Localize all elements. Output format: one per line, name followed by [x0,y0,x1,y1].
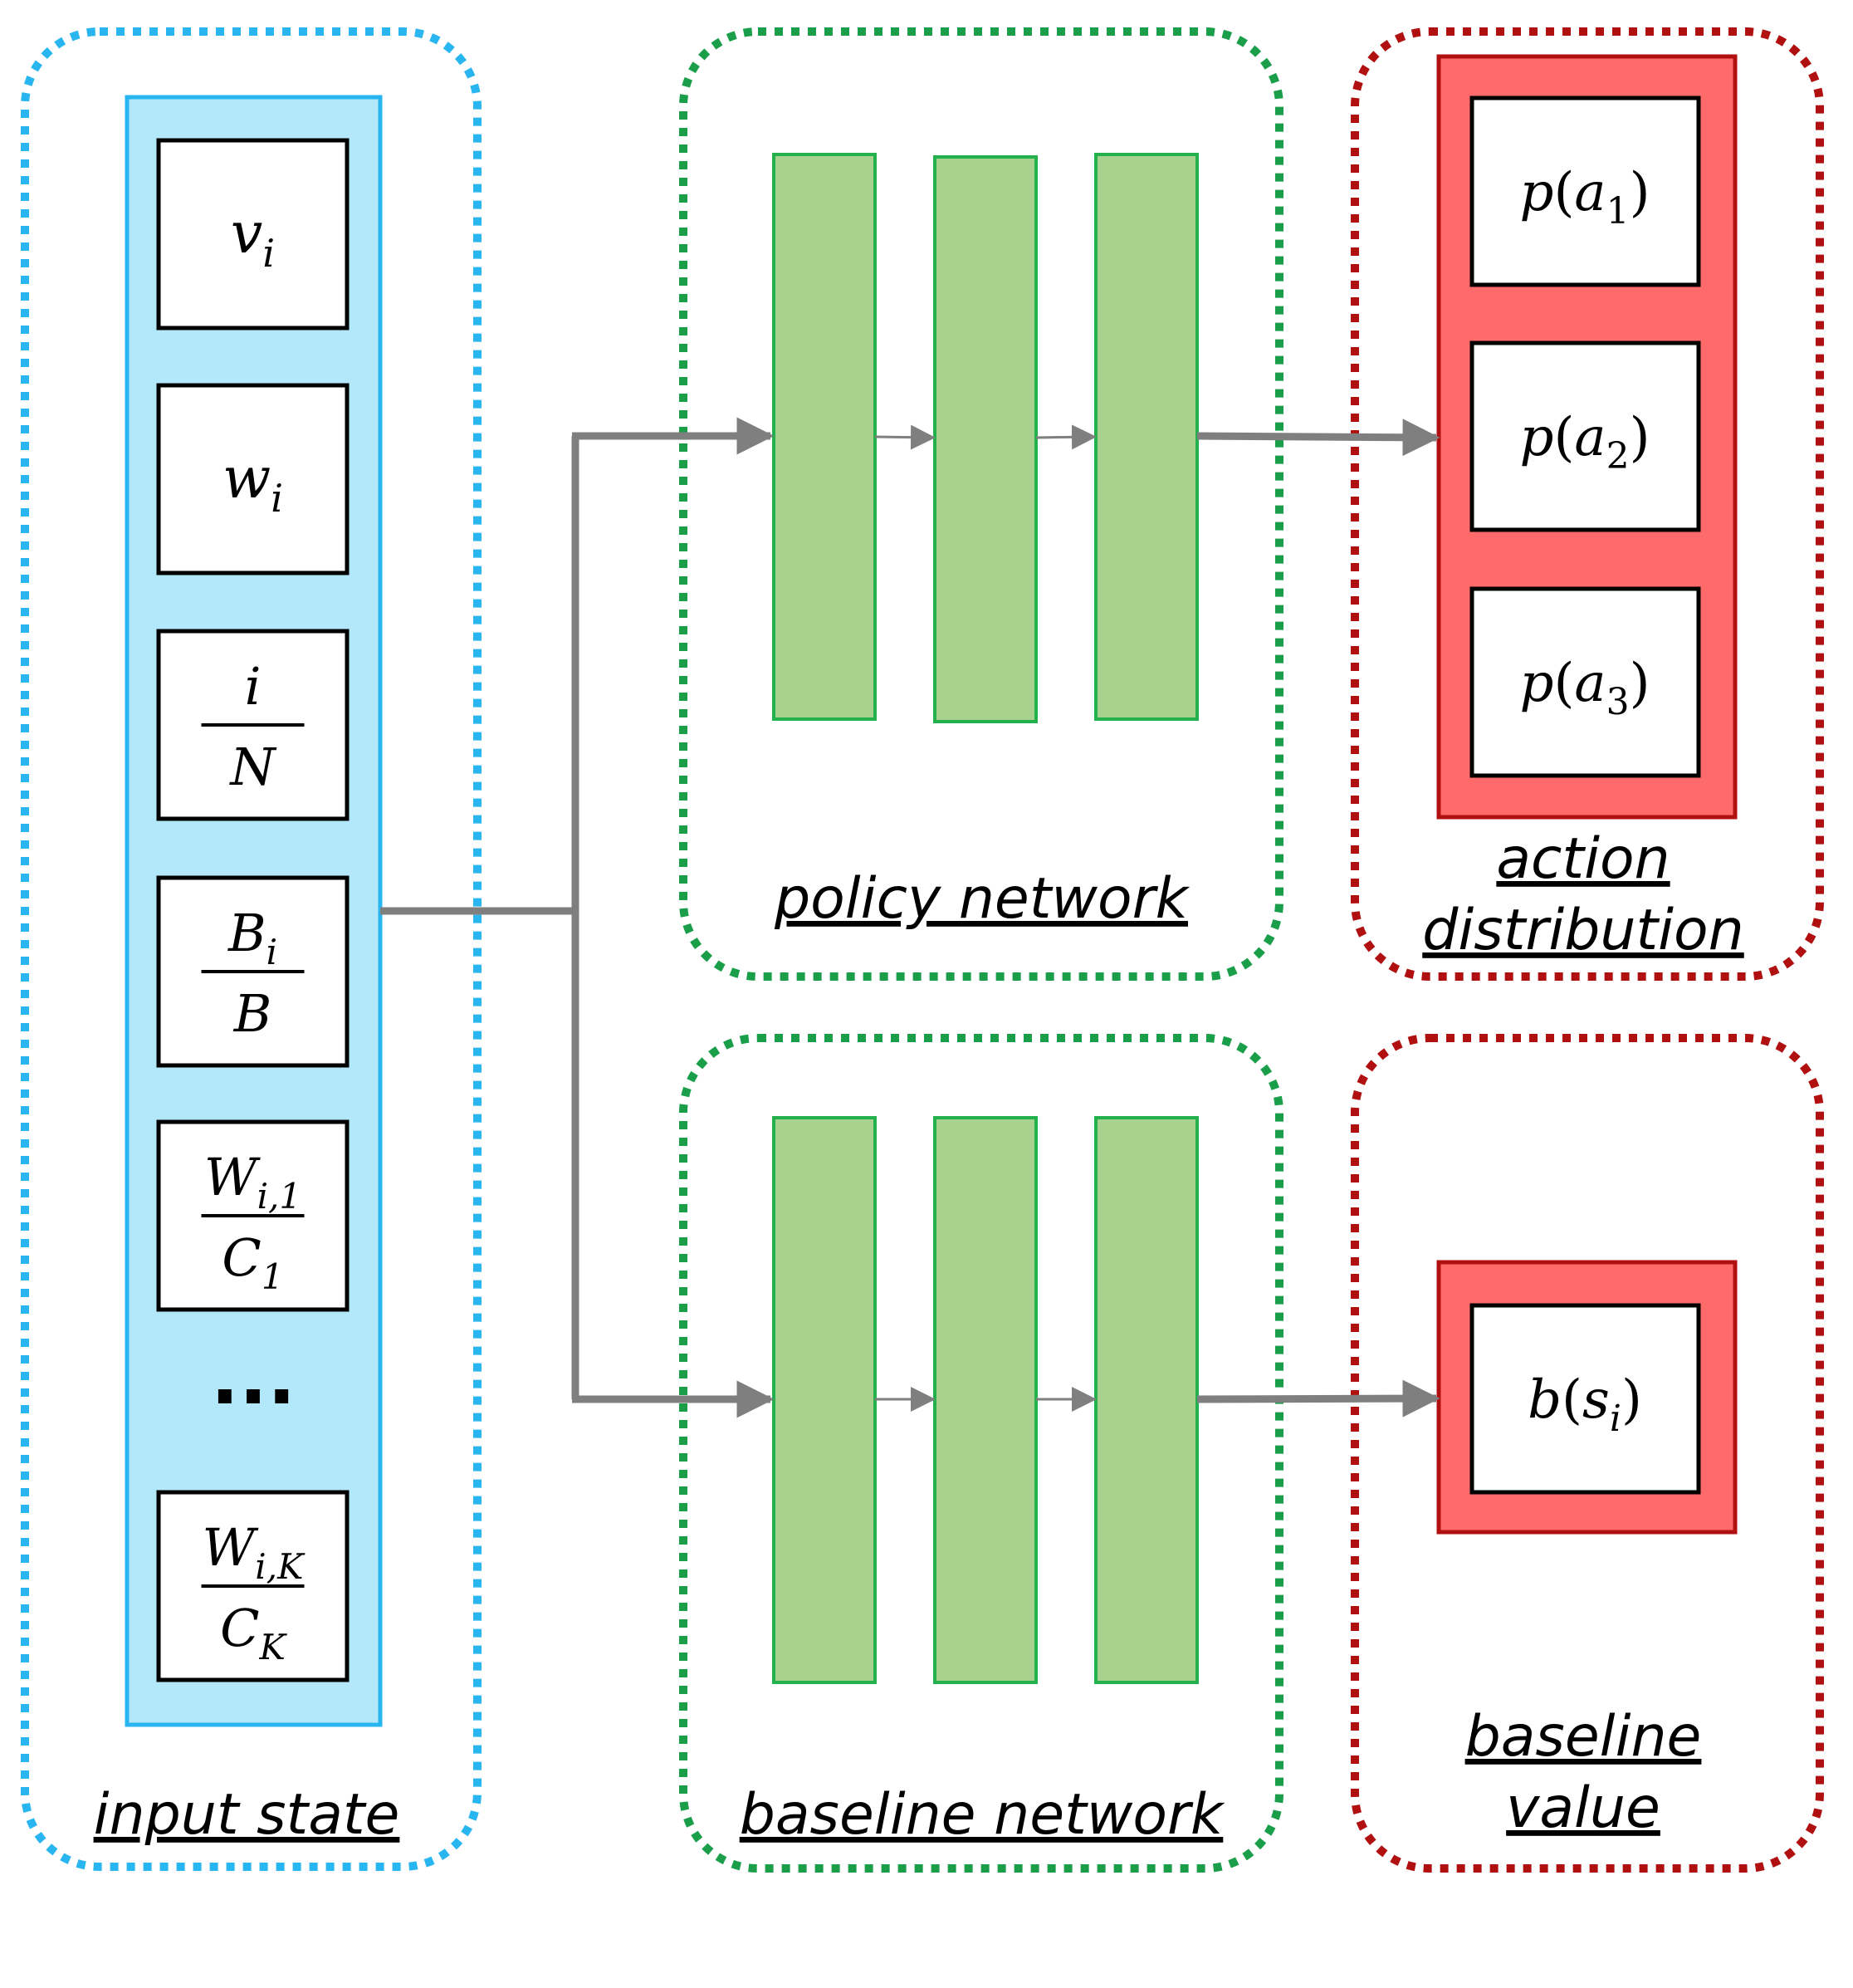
action-distribution-caption-line2: distribution [1422,898,1744,963]
feature-numerator-base: W [204,1147,261,1207]
action-index: 1 [1606,190,1630,233]
action-prob-box [1469,95,1701,287]
action-prob-label: p(a3) [1519,653,1650,723]
feature-numerator: Wi,1 [204,1147,301,1217]
input-feature-box [156,138,350,331]
action-prob-3: p(a3) [1469,586,1701,778]
feature-denominator-subscript: 1 [262,1256,284,1297]
baseline-layer-3 [1094,1116,1199,1684]
close-paren: ) [1630,162,1650,223]
policy-arrow-1-2 [874,424,936,450]
feature-denominator-base: C [220,1598,259,1658]
open-paren: ( [1553,162,1574,223]
feature-numerator-base: B [227,903,266,963]
action-prob-box [1469,340,1701,532]
baseline-value-box [1469,1303,1701,1495]
state-symbol: s [1582,1369,1610,1431]
input-feature-box [156,383,350,575]
input-ellipsis: ... [211,1334,296,1422]
feature-numerator-subscript: i,K [255,1546,306,1587]
policy-network-caption: policy network [774,866,1191,932]
open-paren: ( [1553,407,1574,468]
state-index: i [1610,1398,1621,1440]
feature-denominator: N [228,737,277,797]
feature-denominator: C1 [222,1227,283,1297]
input-feature-2: wi [156,383,350,575]
action-distribution-group [1351,27,1824,981]
input-feature-5: Wi,1C1 [156,1119,350,1312]
input-state-group [21,27,482,1871]
baseline-item: b(si) [1469,1303,1701,1495]
feature-numerator-base: i [245,656,262,717]
open-paren: ( [1562,1369,1582,1431]
action-items: p(a1)p(a2)p(a3) [1469,95,1701,778]
baseline-value-label: b(si) [1528,1369,1642,1440]
action-prob-1: p(a1) [1469,95,1701,287]
feature-denominator-base: B [233,983,272,1044]
feature-numerator: i [245,656,262,717]
action-symbol: a [1574,653,1606,714]
policy-layer-1 [772,153,877,721]
action-prob-label: p(a1) [1519,162,1650,233]
baseline-value-group [1351,1034,1824,1873]
policy-layer-3 [1094,153,1199,721]
policy-arrow-2-3 [1035,424,1097,450]
close-paren: ) [1630,653,1650,714]
input-feature-3: iN [156,629,350,821]
feature-denominator: B [233,983,272,1044]
action-prob-label: p(a2) [1519,407,1650,477]
action-distribution-caption-line1: action [1496,826,1670,892]
open-paren: ( [1553,653,1574,714]
baseline-network-caption: baseline network [740,1782,1225,1848]
prob-function: p [1519,407,1553,468]
action-symbol: a [1574,407,1606,468]
feature-numerator-subscript: i [266,932,277,972]
feature-numerator-base: W [203,1517,259,1578]
prob-function: p [1519,162,1553,223]
baseline-function: b [1528,1369,1562,1431]
feature-denominator: CK [220,1598,287,1667]
feature-denominator-base: N [228,737,277,797]
input-feature-4: BiB [156,875,350,1068]
policy-network-group [679,27,1283,981]
feature-variable: vi [231,201,275,276]
policy-layer-2 [933,155,1038,723]
action-index: 2 [1606,435,1630,477]
feature-numerator: Wi,K [203,1517,306,1587]
baseline-network-group [679,1034,1283,1873]
baseline-value-caption-line1: baseline [1465,1704,1702,1770]
input-feature-6: Wi,K CK [156,1490,350,1682]
feature-denominator-subscript: K [259,1627,288,1667]
prob-function: p [1519,653,1553,714]
feature-numerator-subscript: i,1 [257,1176,302,1217]
action-symbol: a [1574,162,1606,223]
close-paren: ) [1621,1369,1642,1431]
feature-variable-base: v [231,201,262,267]
input-feature-1: vi [156,138,350,331]
action-prob-2: p(a2) [1469,340,1701,532]
baseline-layer-2 [933,1116,1038,1684]
action-prob-box [1469,586,1701,778]
baseline-value-caption-line2: value [1506,1775,1660,1841]
arrow-to-baseline-value [1196,1379,1440,1418]
arrow-to-action-distribution [1196,419,1440,457]
close-paren: ) [1630,407,1650,468]
feature-numerator: Bi [227,903,277,972]
feature-variable: wi [222,446,283,521]
feature-variable-subscript: i [271,476,283,521]
action-index: 3 [1606,681,1630,723]
feature-variable-subscript: i [262,231,275,276]
feature-variable-base: w [222,446,271,512]
input-state-caption: input state [94,1782,400,1848]
feature-denominator-base: C [222,1227,261,1288]
baseline-layer-1 [772,1116,877,1684]
